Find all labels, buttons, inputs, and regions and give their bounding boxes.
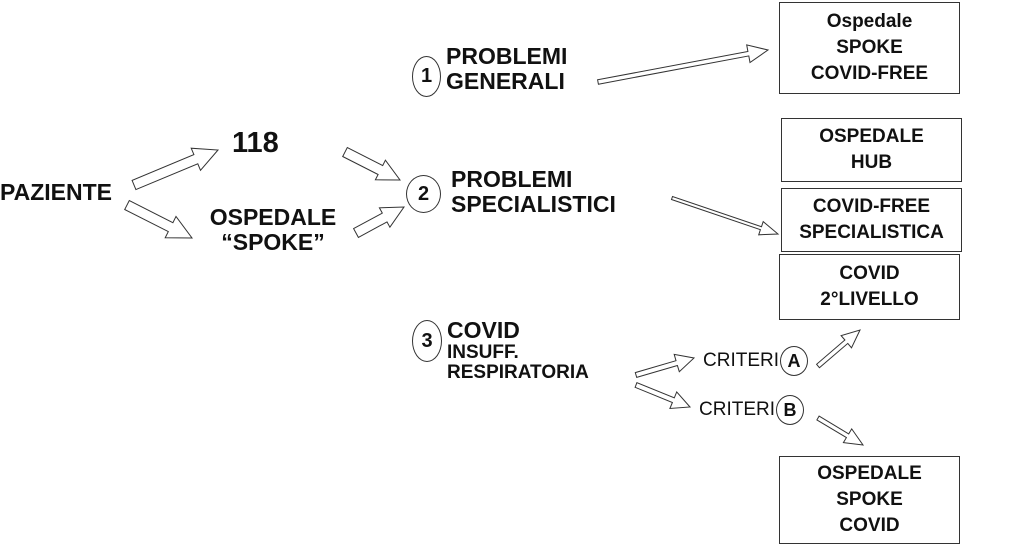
node-ospedale-spoke: OSPEDALE “SPOKE” <box>198 205 348 255</box>
arrow-criteri-a-to-covid-2-livello <box>815 329 861 369</box>
node-problemi-generali: PROBLEMI GENERALI <box>446 44 567 94</box>
node-ospedale-spoke-line1: OSPEDALE <box>209 204 337 230</box>
arrow-covid-to-criteri-a <box>634 353 696 379</box>
box-covid-free-specialistica: COVID-FREE SPECIALISTICA <box>781 188 962 252</box>
box-covid-2-livello-line1: COVID <box>839 262 900 284</box>
arrow-problemi-generali-to-box <box>597 44 770 85</box>
box-spoke-covid-free-line3: COVID-FREE <box>810 63 929 85</box>
arrow-covid-to-criteri-b <box>634 382 692 410</box>
box-spoke-covid: OSPEDALE SPOKE COVID <box>779 456 960 544</box>
criteri-a: CRITERI A <box>703 346 808 376</box>
node-problemi-generali-line1: PROBLEMI <box>446 43 568 69</box>
box-covid-2-livello-line2: 2°LIVELLO <box>820 289 919 310</box>
node-paziente: PAZIENTE <box>0 179 113 205</box>
box-covid-2-livello: COVID 2°LIVELLO <box>779 254 960 320</box>
node-118: 118 <box>232 127 279 159</box>
number-circle-2: 2 <box>406 175 441 213</box>
number-circle-1: 1 <box>412 56 441 97</box>
arrow-problemi-specialistici-to-box <box>670 195 780 236</box>
node-covid-insuff: COVID INSUFF. RESPIRATORIA <box>447 318 589 384</box>
box-spoke-covid-free-line2: SPOKE <box>836 36 903 58</box>
number-circle-3: 3 <box>412 320 442 362</box>
box-spoke-covid-free-line1: Ospedale <box>826 10 913 32</box>
box-spoke-covid-line3: COVID <box>839 515 900 537</box>
criteri-b: CRITERI B <box>699 395 804 425</box>
box-covid-free-specialistica-line2: SPECIALISTICA <box>799 222 944 243</box>
arrow-paziente-to-spoke <box>124 199 193 239</box>
criteri-b-letter: B <box>776 395 804 425</box>
node-problemi-specialistici-line1: PROBLEMI <box>451 166 573 192</box>
criteri-b-label: CRITERI <box>699 399 775 420</box>
arrow-118-to-problemi-specialistici <box>342 146 401 181</box>
node-covid-insuff-line2: INSUFF. <box>447 341 519 363</box>
node-problemi-generali-line2: GENERALI <box>446 67 565 94</box>
box-hub: OSPEDALE HUB <box>781 118 962 182</box>
arrow-spoke-to-problemi-specialistici <box>352 206 405 239</box>
node-ospedale-spoke-line2: “SPOKE” <box>221 228 325 255</box>
arrow-paziente-to-118 <box>131 147 220 191</box>
box-spoke-covid-free: Ospedale SPOKE COVID-FREE <box>779 2 960 94</box>
box-spoke-covid-line1: OSPEDALE <box>817 462 922 484</box>
node-covid-insuff-line3: RESPIRATORIA <box>447 362 589 384</box>
box-hub-line1: OSPEDALE <box>819 125 924 147</box>
arrow-criteri-b-to-spoke-covid <box>816 415 865 446</box>
box-covid-free-specialistica-line1: COVID-FREE <box>812 195 931 217</box>
node-covid-insuff-line1: COVID <box>447 317 520 343</box>
node-problemi-specialistici-line2: SPECIALISTICI <box>451 190 616 217</box>
box-hub-line2: HUB <box>850 152 893 173</box>
node-problemi-specialistici: PROBLEMI SPECIALISTICI <box>451 167 616 217</box>
criteri-a-letter: A <box>780 346 808 376</box>
box-spoke-covid-line2: SPOKE <box>836 488 903 510</box>
criteri-a-label: CRITERI <box>703 350 779 371</box>
